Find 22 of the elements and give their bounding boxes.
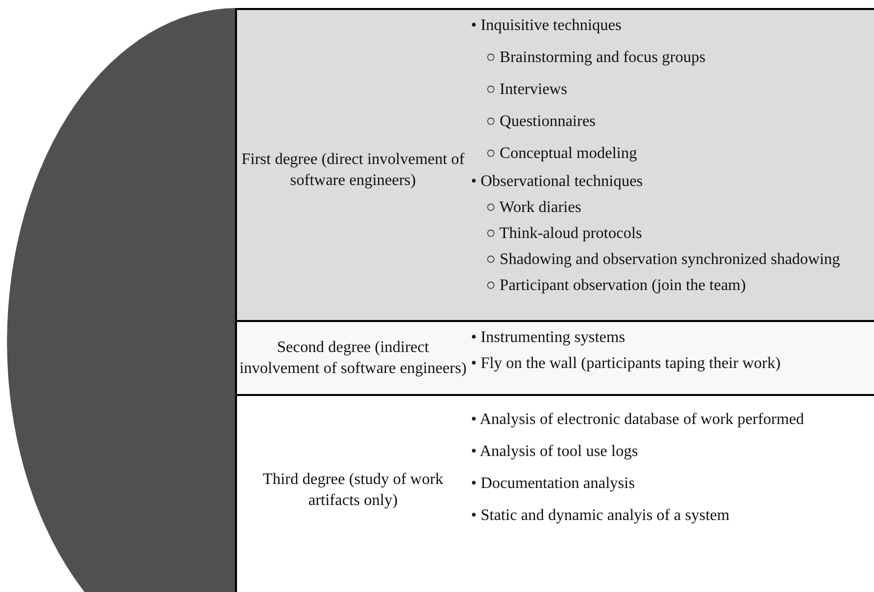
sub-list-item: ○ Questionnaires (486, 112, 597, 132)
list-item: • Observational techniques (471, 172, 644, 192)
list-item: • Analysis of tool use logs (471, 442, 639, 462)
degree-label: Second degree (indirect involvement of software engineers) (238, 338, 468, 379)
list-item: • Analysis of electronic database of work performed (471, 410, 806, 430)
sub-list-item: ○ Participant observation (join the team) (486, 276, 747, 296)
list-item: • Inquisitive techniques (471, 16, 622, 36)
sub-list-item: ○ Work diaries (486, 198, 582, 218)
list-item: • Documentation analysis (471, 474, 636, 494)
list-item: • Instrumenting systems (471, 328, 626, 348)
sub-list-item: ○ Think-aloud protocols (486, 224, 644, 244)
sub-list-item: ○ Interviews (486, 80, 568, 100)
list-item: • Fly on the wall (participants taping their work) (471, 354, 782, 374)
table-row (235, 394, 874, 592)
sub-list-item: ○ Shadowing and observation synchronized shadowing (486, 250, 842, 270)
degree-label: First degree (direct involvement of software engineers) (240, 150, 466, 191)
sub-list-item: ○ Conceptual modeling (486, 144, 638, 164)
table-row (235, 320, 874, 394)
sub-list-item: ○ Brainstorming and focus groups (486, 48, 706, 68)
list-item: • Static and dynamic analyis of a system (471, 506, 730, 526)
degree-label: Third degree (study of work artifacts only) (262, 470, 444, 511)
table-row (235, 8, 874, 320)
